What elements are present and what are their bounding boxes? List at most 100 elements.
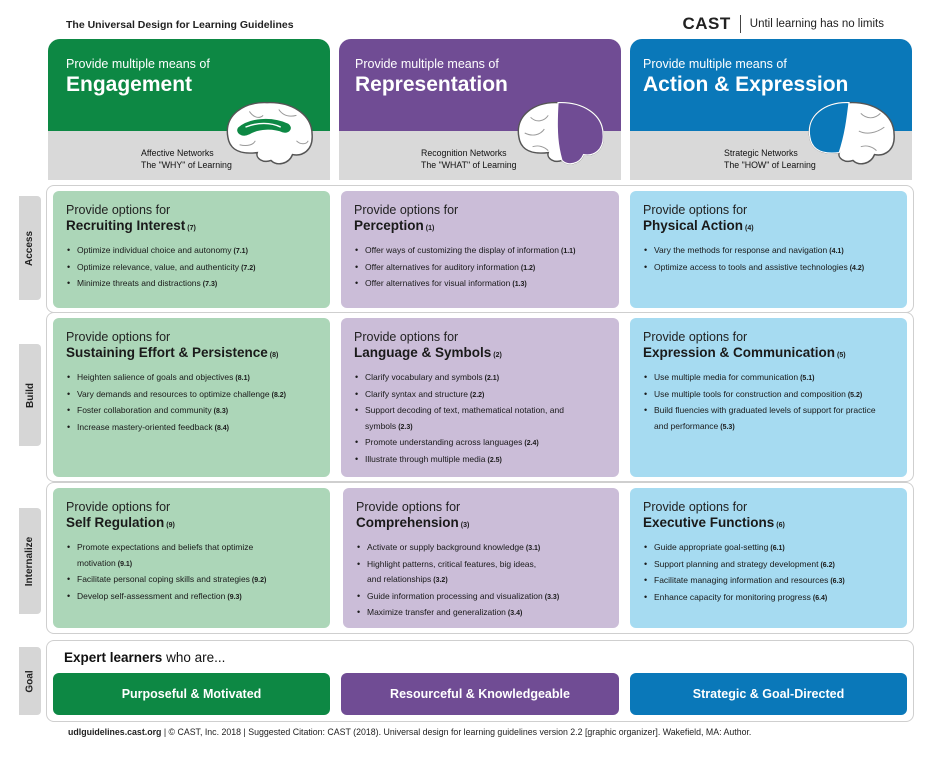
checkpoint-list: Use multiple media for communication(5.1… xyxy=(643,370,897,435)
column-title: Representation xyxy=(355,73,508,96)
goal-purposeful-motivated: Purposeful & Motivated xyxy=(53,673,330,715)
network-why: The "WHAT" of Learning xyxy=(421,160,517,170)
guideline-title: Executive Functions(6) xyxy=(643,515,785,530)
guideline-expression-communication: Provide options for Expression & Communi… xyxy=(630,318,907,477)
checkpoint-list: Promote expectations and beliefs that op… xyxy=(66,540,320,605)
brand-divider xyxy=(739,15,741,33)
checkpoint-item: Guide information processing and visuali… xyxy=(356,589,609,606)
guideline-pre: Provide options for xyxy=(66,330,171,344)
column-pre-title: Provide multiple means of xyxy=(66,57,210,71)
column-header-action-expression: Provide multiple means of Action & Expre… xyxy=(630,39,912,180)
cast-logo: CAST xyxy=(682,14,731,33)
guideline-title: Comprehension(3) xyxy=(356,515,470,530)
goal-resourceful-knowledgeable: Resourceful & Knowledgeable xyxy=(341,673,619,715)
checkpoint-item: Offer ways of customizing the display of… xyxy=(354,243,609,260)
brain-affective-icon xyxy=(226,101,313,165)
column-pre-title: Provide multiple means of xyxy=(643,57,787,71)
guideline-title: Physical Action(4) xyxy=(643,218,754,233)
column-title: Engagement xyxy=(66,73,193,96)
guideline-sustaining-effort: Provide options for Sustaining Effort & … xyxy=(53,318,330,477)
checkpoint-item: Facilitate personal coping skills and st… xyxy=(66,572,320,589)
checkpoint-item: Offer alternatives for auditory informat… xyxy=(354,260,609,277)
guideline-title: Expression & Communication(5) xyxy=(643,345,846,360)
checkpoint-list: Activate or supply background knowledge(… xyxy=(356,540,609,622)
guideline-pre: Provide options for xyxy=(643,330,748,344)
checkpoint-list: Optimize individual choice and autonomy(… xyxy=(66,243,320,293)
checkpoint-item: Use multiple media for communication(5.1… xyxy=(643,370,897,387)
checkpoint-item: Clarify vocabulary and symbols(2.1) xyxy=(354,370,609,387)
column-header-engagement: Provide multiple means of Engagement Aff… xyxy=(48,39,330,180)
goal-heading: Expert learners who are... xyxy=(64,650,226,665)
brand-tagline: Until learning has no limits xyxy=(749,18,884,30)
checkpoint-item: Promote expectations and beliefs that op… xyxy=(66,540,320,572)
network-label: Recognition Networks xyxy=(421,148,507,158)
guideline-pre: Provide options for xyxy=(354,203,459,217)
guideline-comprehension: Provide options for Comprehension(3) Act… xyxy=(343,488,619,628)
guideline-pre: Provide options for xyxy=(66,203,171,217)
brain-recognition-icon xyxy=(517,101,604,165)
cast-brand: CAST Until learning has no limits xyxy=(682,14,884,34)
checkpoint-item: Support decoding of text, mathematical n… xyxy=(354,403,609,435)
column-title: Action & Expression xyxy=(643,73,849,96)
checkpoint-item: Optimize individual choice and autonomy(… xyxy=(66,243,320,260)
row-label-internalize: Internalize xyxy=(19,508,41,614)
document-title: The Universal Design for Learning Guidel… xyxy=(66,19,294,31)
guideline-self-regulation: Provide options for Self Regulation(9) P… xyxy=(53,488,330,628)
checkpoint-list: Heighten salience of goals and objective… xyxy=(66,370,320,436)
guideline-perception: Provide options for Perception(1) Offer … xyxy=(341,191,619,308)
row-label-build: Build xyxy=(19,344,41,446)
guideline-pre: Provide options for xyxy=(643,203,748,217)
guideline-pre: Provide options for xyxy=(356,500,461,514)
checkpoint-item: Increase mastery-oriented feedback(8.4) xyxy=(66,420,320,437)
checkpoint-item: Optimize relevance, value, and authentic… xyxy=(66,260,320,277)
guideline-pre: Provide options for xyxy=(66,500,171,514)
checkpoint-item: Highlight patterns, critical features, b… xyxy=(356,557,609,589)
checkpoint-item: Develop self-assessment and reflection(9… xyxy=(66,589,320,606)
checkpoint-item: Facilitate managing information and reso… xyxy=(643,573,897,590)
checkpoint-list: Clarify vocabulary and symbols(2.1) Clar… xyxy=(354,370,609,468)
row-label-goal: Goal xyxy=(19,647,41,715)
checkpoint-item: Support planning and strategy developmen… xyxy=(643,557,897,574)
guideline-title: Recruiting Interest(7) xyxy=(66,218,196,233)
guideline-title: Perception(1) xyxy=(354,218,435,233)
brain-strategic-icon xyxy=(808,101,895,165)
checkpoint-list: Vary the methods for response and naviga… xyxy=(643,243,897,276)
guideline-title: Language & Symbols(2) xyxy=(354,345,502,360)
checkpoint-item: Heighten salience of goals and objective… xyxy=(66,370,320,387)
guideline-recruiting-interest: Provide options for Recruiting Interest(… xyxy=(53,191,330,308)
checkpoint-item: Enhance capacity for monitoring progress… xyxy=(643,590,897,607)
guideline-title: Sustaining Effort & Persistence(8) xyxy=(66,345,279,360)
network-why: The "WHY" of Learning xyxy=(141,160,232,170)
footer-site-link[interactable]: udlguidelines.cast.org xyxy=(68,727,162,737)
checkpoint-item: Promote understanding across languages(2… xyxy=(354,435,609,452)
checkpoint-item: Foster collaboration and community(8.3) xyxy=(66,403,320,420)
checkpoint-item: Guide appropriate goal-setting(6.1) xyxy=(643,540,897,557)
checkpoint-item: Optimize access to tools and assistive t… xyxy=(643,260,897,277)
checkpoint-item: Clarify syntax and structure(2.2) xyxy=(354,387,609,404)
checkpoint-list: Offer ways of customizing the display of… xyxy=(354,243,609,293)
guideline-pre: Provide options for xyxy=(354,330,459,344)
checkpoint-item: Build fluencies with graduated levels of… xyxy=(643,403,897,435)
footer-citation: udlguidelines.cast.org | © CAST, Inc. 20… xyxy=(68,727,752,737)
goal-strategic-goal-directed: Strategic & Goal-Directed xyxy=(630,673,907,715)
checkpoint-item: Illustrate through multiple media(2.5) xyxy=(354,452,609,469)
checkpoint-item: Vary the methods for response and naviga… xyxy=(643,243,897,260)
row-label-access: Access xyxy=(19,196,41,300)
checkpoint-item: Activate or supply background knowledge(… xyxy=(356,540,609,557)
checkpoint-item: Minimize threats and distractions(7.3) xyxy=(66,276,320,293)
network-label: Affective Networks xyxy=(141,148,214,158)
network-why: The "HOW" of Learning xyxy=(724,160,816,170)
checkpoint-list: Guide appropriate goal-setting(6.1) Supp… xyxy=(643,540,897,606)
column-pre-title: Provide multiple means of xyxy=(355,57,499,71)
checkpoint-item: Vary demands and resources to optimize c… xyxy=(66,387,320,404)
guideline-physical-action: Provide options for Physical Action(4) V… xyxy=(630,191,907,308)
guideline-pre: Provide options for xyxy=(643,500,748,514)
column-header-representation: Provide multiple means of Representation… xyxy=(339,39,621,180)
checkpoint-item: Maximize transfer and generalization(3.4… xyxy=(356,605,609,622)
guideline-title: Self Regulation(9) xyxy=(66,515,175,530)
guideline-language-symbols: Provide options for Language & Symbols(2… xyxy=(341,318,619,477)
checkpoint-item: Offer alternatives for visual informatio… xyxy=(354,276,609,293)
network-label: Strategic Networks xyxy=(724,148,798,158)
checkpoint-item: Use multiple tools for construction and … xyxy=(643,387,897,404)
guideline-executive-functions: Provide options for Executive Functions(… xyxy=(630,488,907,628)
